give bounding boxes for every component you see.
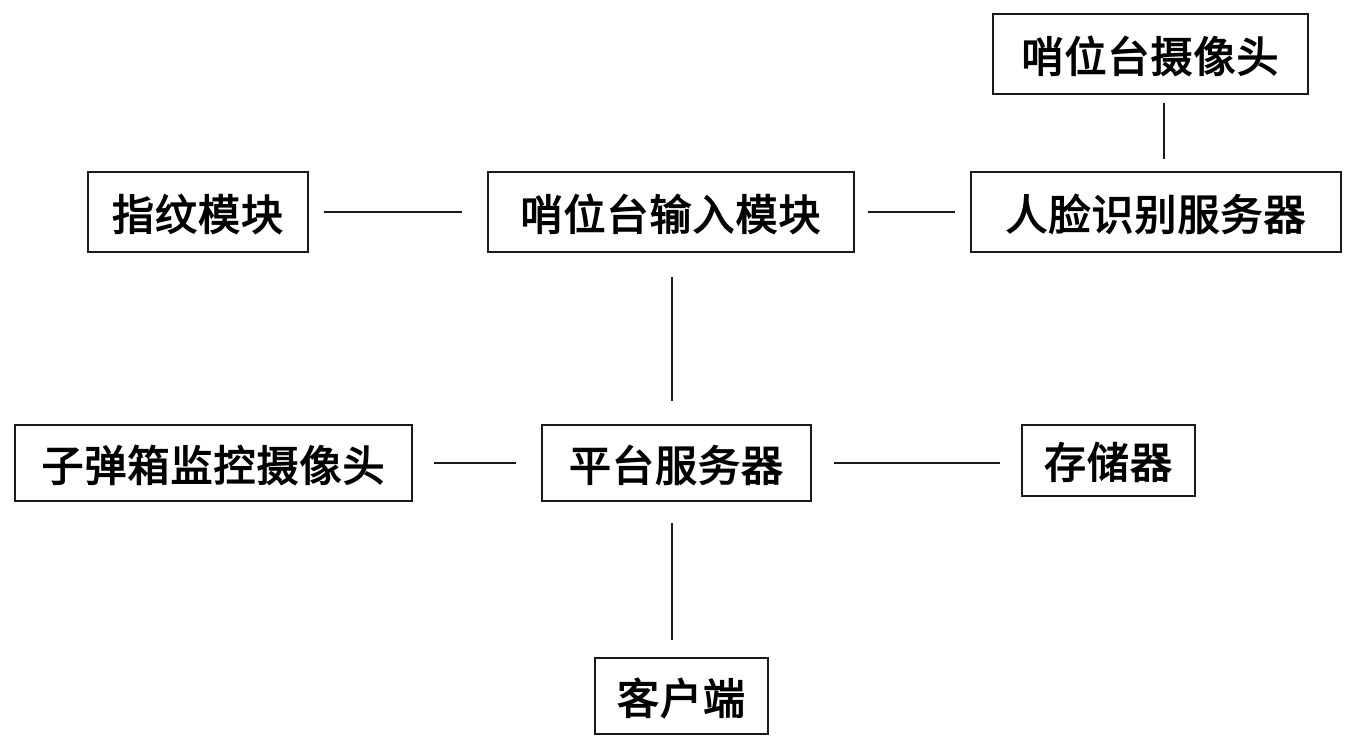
connector-input-module-to-platform-server [671,277,673,401]
node-platform-server: 平台服务器 [541,424,812,502]
connector-platform-server-to-client [671,523,673,640]
node-sentry-input-module-label: 哨位台输入模块 [520,190,822,240]
node-sentry-input-module: 哨位台输入模块 [487,171,855,253]
connector-camera-to-face-server [1163,103,1165,159]
node-storage-label: 存储器 [1043,439,1173,488]
node-client-label: 客户端 [616,674,746,724]
connector-input-module-to-face-server [868,211,955,213]
node-fingerprint-module-label: 指纹模块 [111,190,284,240]
node-client: 客户端 [594,657,769,735]
node-ammo-box-camera: 子弹箱监控摄像头 [14,424,413,502]
node-fingerprint-module: 指纹模块 [87,171,309,253]
node-face-recognition-server: 人脸识别服务器 [970,171,1342,253]
node-sentry-camera: 哨位台摄像头 [992,13,1309,95]
node-ammo-box-camera-label: 子弹箱监控摄像头 [41,441,386,491]
node-platform-server-label: 平台服务器 [568,441,784,491]
node-sentry-camera-label: 哨位台摄像头 [1021,32,1280,82]
connector-platform-server-to-storage [834,462,1000,464]
node-storage: 存储器 [1021,424,1196,497]
connector-ammo-camera-to-platform-server [434,462,516,464]
node-face-recognition-server-label: 人脸识别服务器 [1005,190,1307,240]
connector-fingerprint-to-input-module [324,211,462,213]
